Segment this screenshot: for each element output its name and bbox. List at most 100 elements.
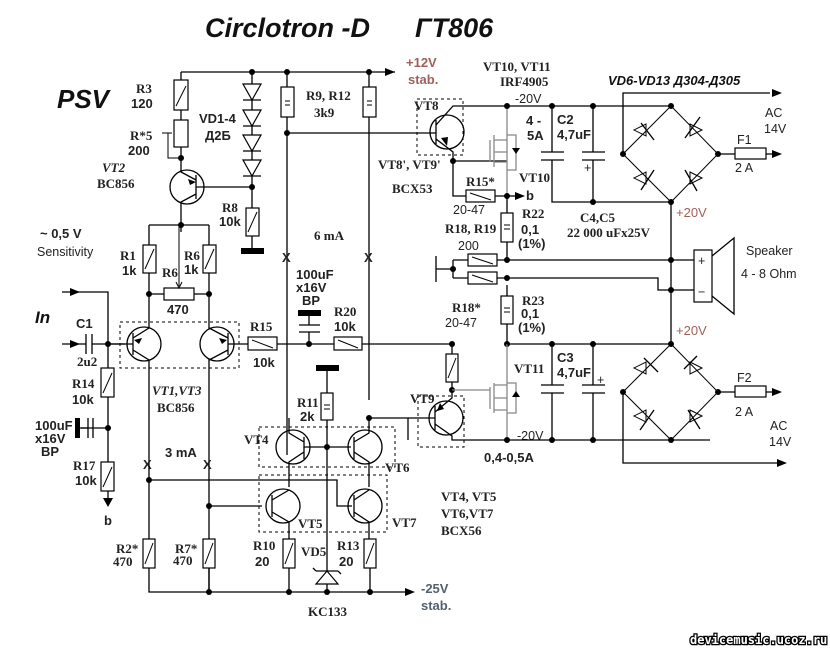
rail-minus20-top: -20V bbox=[515, 92, 542, 106]
mosfet-VT10 bbox=[489, 103, 525, 200]
value-C3: 4,7uF bbox=[557, 365, 591, 380]
value-R18-R19: 200 bbox=[458, 239, 479, 253]
speaker-label: Speaker bbox=[746, 244, 793, 258]
label-R2: R2* bbox=[116, 541, 138, 556]
value-R3: 120 bbox=[131, 96, 153, 111]
label-VT6: VT6 bbox=[385, 460, 410, 475]
value-VD1-4: Д2Б bbox=[205, 128, 231, 143]
value-R20: 10k bbox=[334, 319, 356, 334]
label-R18-R19: R18, R19 bbox=[445, 221, 497, 236]
current-top2: 5A bbox=[527, 128, 544, 143]
value-R11: 2k bbox=[300, 409, 315, 424]
value-C4-C5: 22 000 uFx25V bbox=[567, 225, 651, 240]
label-R6: R6 bbox=[184, 248, 200, 263]
speaker-plus: + bbox=[698, 254, 705, 268]
label-R15s: R15* bbox=[466, 174, 495, 189]
value-Cin-2: x16V bbox=[35, 431, 66, 446]
transistor-VT8 bbox=[429, 105, 507, 164]
value-Cmid-1: 100uF bbox=[296, 267, 334, 282]
label-R7: R7* bbox=[175, 541, 197, 556]
c5-plus: + bbox=[597, 373, 604, 387]
value-R15: 10k bbox=[253, 355, 275, 370]
resistor-R23 bbox=[500, 295, 514, 325]
rail-plus12-note: stab. bbox=[408, 72, 438, 87]
label-R22: R22 bbox=[522, 206, 544, 221]
current-top: 4 - bbox=[526, 113, 541, 128]
label-R1: R1 bbox=[120, 248, 136, 263]
input-label[interactable]: In bbox=[35, 308, 50, 327]
transistor-VT9 bbox=[408, 390, 507, 441]
value-VT8-VT9: BCX53 bbox=[392, 181, 433, 196]
value-R15s: 20-47 bbox=[453, 203, 485, 217]
capacitor-C3 bbox=[541, 384, 564, 394]
label-C3: C3 bbox=[557, 350, 574, 365]
value-C2: 4,7uF bbox=[557, 127, 591, 142]
label-R15: R15 bbox=[250, 319, 273, 334]
label-VT1-VT3: VT1,VT3 bbox=[152, 383, 202, 398]
label-R3: R3 bbox=[136, 81, 152, 96]
value-R22: 0,1 bbox=[521, 222, 539, 237]
mosfet-VT11 bbox=[489, 344, 520, 443]
value-R5: 200 bbox=[128, 143, 150, 158]
transistor-VT7 bbox=[347, 488, 383, 539]
sensitivity-value: ~ 0,5 V bbox=[40, 226, 82, 241]
value-R14: 10k bbox=[72, 392, 94, 407]
ac-top-2: 14V bbox=[764, 122, 787, 136]
capacitor-C1 bbox=[85, 334, 93, 354]
value-VT4-VT7: BCX56 bbox=[441, 523, 482, 538]
label-VT8-VT9: VT8', VT9' bbox=[378, 157, 441, 172]
value-R6: 1k bbox=[184, 262, 199, 277]
transistor-VT5 bbox=[265, 488, 301, 539]
label-VT2: VT2 bbox=[102, 160, 126, 175]
label-VD5: VD5 bbox=[301, 544, 327, 559]
label-R11: R11 bbox=[297, 395, 319, 410]
speaker bbox=[693, 236, 735, 316]
value-VT2: BC856 bbox=[97, 176, 135, 191]
label-VT4-VT5: VT4, VT5 bbox=[441, 489, 497, 504]
rail-plus12 bbox=[181, 68, 395, 76]
label-R10: R10 bbox=[253, 538, 275, 553]
value-R10: 20 bbox=[255, 554, 269, 569]
resistor-R11 bbox=[320, 392, 334, 421]
label-R20: R20 bbox=[334, 304, 356, 319]
capacitor-C2 bbox=[541, 151, 564, 161]
brand-label: PSV bbox=[57, 84, 112, 114]
bridge-rectifier-top bbox=[620, 89, 782, 205]
speaker-impedance: 4 - 8 Ohm bbox=[741, 267, 797, 281]
value-R6-pot: 470 bbox=[167, 302, 189, 317]
label-R9-R12: R9, R12 bbox=[306, 88, 351, 103]
sensitivity-label: Sensitivity bbox=[37, 245, 94, 259]
cross-2: X bbox=[364, 250, 373, 265]
resistor-R9 bbox=[280, 86, 295, 118]
label-R6-pot: R6 bbox=[162, 265, 178, 280]
c4-plus: + bbox=[584, 161, 591, 175]
label-VT4: VT4 bbox=[244, 432, 269, 447]
label-F1: F1 bbox=[737, 133, 752, 147]
value-R18s: 20-47 bbox=[445, 316, 477, 330]
label-VT5: VT5 bbox=[298, 516, 323, 531]
label-VD1-4: VD1-4 bbox=[199, 111, 237, 126]
value-R9-R12: 3k9 bbox=[314, 105, 335, 120]
rail-plus12-label: +12V bbox=[406, 55, 437, 70]
title-main: Circlotron -D bbox=[205, 13, 370, 43]
label-VT9: VT9 bbox=[410, 391, 435, 406]
value-Cin-3: BP bbox=[41, 444, 59, 459]
label-C4-C5: C4,C5 bbox=[580, 210, 616, 225]
cross-3: X bbox=[143, 457, 152, 472]
value-R13: 20 bbox=[339, 554, 353, 569]
ac-bottom-2: 14V bbox=[769, 435, 792, 449]
transistor-VT2 bbox=[169, 158, 252, 232]
label-VT6-VT7: VT6,VT7 bbox=[441, 506, 494, 521]
value-Cin-1: 100uF bbox=[35, 418, 73, 433]
label-R13: R13 bbox=[337, 538, 360, 553]
b-terminal-output: b bbox=[526, 188, 534, 203]
tol-R23: (1%) bbox=[518, 320, 545, 335]
label-R5: R*5 bbox=[130, 128, 153, 143]
ac-bottom-1: AC bbox=[770, 419, 787, 433]
speaker-minus: − bbox=[698, 285, 705, 299]
capacitor-C5 bbox=[582, 384, 605, 394]
box-VT9 bbox=[417, 395, 465, 448]
transistor-VT4 bbox=[275, 418, 351, 487]
rail-minus20-bottom: -20V bbox=[517, 429, 544, 443]
watermark: devicemusic.ucoz.ru bbox=[690, 633, 827, 647]
